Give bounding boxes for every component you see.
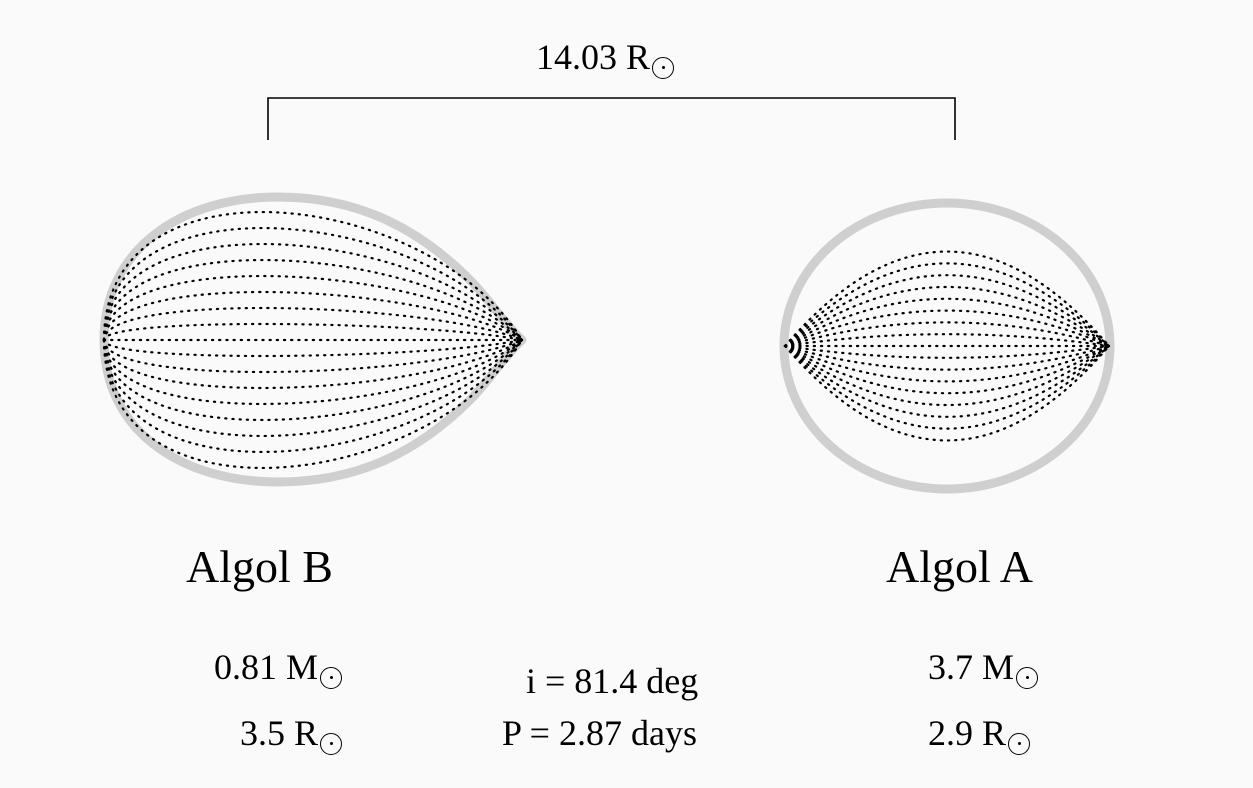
algol-a-meridian-line [783, 344, 1111, 371]
algol-b-radius-value: 3.5 R [240, 713, 319, 753]
algol-b-meridian-line [102, 338, 524, 374]
algol-a-meridian-line [783, 309, 1111, 348]
algol-b-meridian-line [102, 338, 524, 438]
algol-a-meridian-line [783, 274, 1111, 348]
algol-b-mass: 0.81 M [214, 646, 343, 690]
algol-b-meridian-line [102, 338, 524, 390]
algol-b-meridian-line [102, 242, 524, 342]
sun-symbol-icon [320, 732, 343, 756]
algol-a-meridian-line [783, 344, 1111, 395]
algol-a-meridian-line [783, 344, 1111, 418]
separation-bracket [267, 97, 956, 140]
algol-a-meridian-line [783, 344, 1111, 359]
algol-b-meridian-line [102, 338, 524, 358]
algol-b-meridian-line [102, 338, 524, 469]
algol-b-meridian-line [102, 306, 524, 342]
orbit-inclination: i = 81.4 deg [526, 661, 699, 701]
algol-a-meridian-line [783, 262, 1111, 348]
algol-a-meridian-line [783, 285, 1111, 348]
algol-b-radius: 3.5 R [240, 712, 343, 756]
algol-b-meridian-line [102, 322, 524, 342]
algol-b-meridian-line [102, 338, 524, 406]
algol-a-meridian-line [783, 344, 1111, 430]
algol-a-mass-value: 3.7 M [928, 647, 1015, 687]
algol-a-meridian-line [783, 333, 1111, 348]
algol-a-radius-value: 2.9 R [928, 713, 1007, 753]
algol-b-meridian-line [102, 338, 524, 454]
algol-b-star-figure [99, 192, 527, 487]
sun-symbol-icon [652, 56, 675, 80]
algol-b-name: Algol B [186, 541, 333, 592]
algol-b-meridian-line [102, 290, 524, 342]
algol-a-meridian-line [783, 250, 1111, 348]
separation-value: 14.03 R [536, 37, 651, 77]
algol-a-meridian-line [783, 344, 1111, 407]
algol-a-radius: 2.9 R [928, 712, 1031, 756]
algol-b-meridian-line [102, 274, 524, 342]
sun-symbol-icon [320, 666, 343, 690]
algol-b-meridian-line [102, 338, 524, 422]
algol-b-meridian-line [102, 211, 524, 342]
algol-b-meridian-line [102, 226, 524, 342]
algol-a-mass: 3.7 M [928, 646, 1039, 690]
sun-symbol-icon [1008, 732, 1031, 756]
algol-b-mass-value: 0.81 M [214, 647, 319, 687]
algol-a-meridian-line [783, 297, 1111, 348]
algol-a-meridian-line [783, 344, 1111, 383]
algol-a-meridian-line [783, 321, 1111, 348]
algol-a-halo [779, 198, 1115, 494]
sun-symbol-icon [1016, 666, 1039, 690]
algol-b-meridian-line [102, 258, 524, 342]
algol-a-meridian-line [783, 344, 1111, 442]
orbit-period: P = 2.87 days [502, 713, 697, 753]
algol-a-name: Algol A [886, 541, 1033, 592]
algol-a-star-figure [779, 198, 1115, 494]
separation-label: 14.03 R [536, 36, 675, 80]
